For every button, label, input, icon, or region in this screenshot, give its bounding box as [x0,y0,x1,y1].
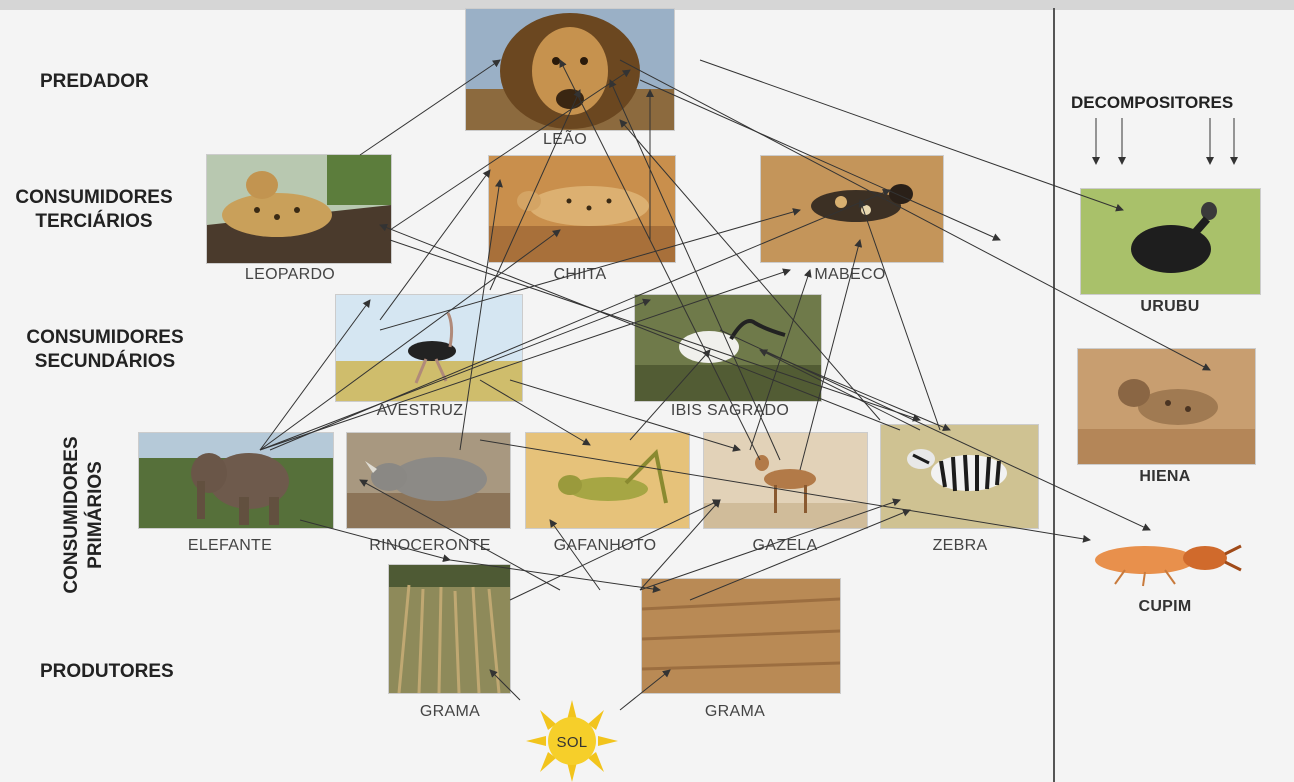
level-secondary-label: CONSUMIDORES SECUNDÁRIOS [25,326,185,374]
hyena-photo [1077,348,1256,465]
sun-icon [522,700,622,782]
gazelle-photo [703,432,868,529]
grass1-photo [388,564,511,694]
ibis-label: IBIS SAGRADO [670,402,790,419]
level-tertiary-label: CONSUMIDORES TERCIÁRIOS [14,186,174,234]
ibis-photo [634,294,822,402]
rhino-photo [346,432,511,529]
gazelle-label: GAZELA [752,537,818,554]
vulture-photo [1080,188,1261,295]
leopard-photo [206,154,392,264]
grass2-label: GRAMA [704,703,766,720]
cheetah-photo [488,155,676,263]
ostrich-photo [335,294,523,402]
grass2-photo [641,578,841,694]
termite-label: CUPIM [1138,598,1192,615]
level-producers-label: PRODUTORES [40,661,174,682]
elephant-photo [138,432,334,529]
decomposers-divider [1053,8,1055,782]
termite-icon [1085,530,1245,590]
level-secondary-line2: SECUNDÁRIOS [34,351,176,372]
level-secondary-line1: CONSUMIDORES [26,327,184,348]
elephant-label: ELEFANTE [187,537,273,554]
level-tertiary-line2: TERCIÁRIOS [35,211,153,232]
grasshopper-photo [525,432,690,529]
wild-dog-photo [760,155,944,263]
level-predator-label: PREDADOR [40,71,149,92]
hyena-label: HIENA [1139,468,1191,485]
vulture-label: URUBU [1140,298,1200,315]
level-tertiary-line1: CONSUMIDORES [15,187,173,208]
level-decomposers-label: DECOMPOSITORES [1071,93,1234,112]
wild-dog-label: MABECO [814,266,886,283]
cheetah-label: CHIITA [553,266,607,283]
lion-photo [465,8,675,131]
ostrich-label: AVESTRUZ [376,402,464,419]
leopard-label: LEOPARDO [244,266,336,283]
zebra-label: ZEBRA [932,537,988,554]
lion-label: LEÃO [543,131,587,148]
grasshopper-label: GAFANHOTO [553,537,657,554]
sun-label: SOL [556,734,588,751]
food-web-arrow [549,519,601,591]
level-primary-line2: PRIMÁRIOS [85,461,106,569]
rhino-label: RINOCERONTE [369,537,491,554]
zebra-photo [880,424,1039,529]
grass1-label: GRAMA [419,703,481,720]
level-primary-line1: CONSUMIDORES [61,436,82,594]
level-primary-label: CONSUMIDORES PRIMÁRIOS [60,430,108,600]
